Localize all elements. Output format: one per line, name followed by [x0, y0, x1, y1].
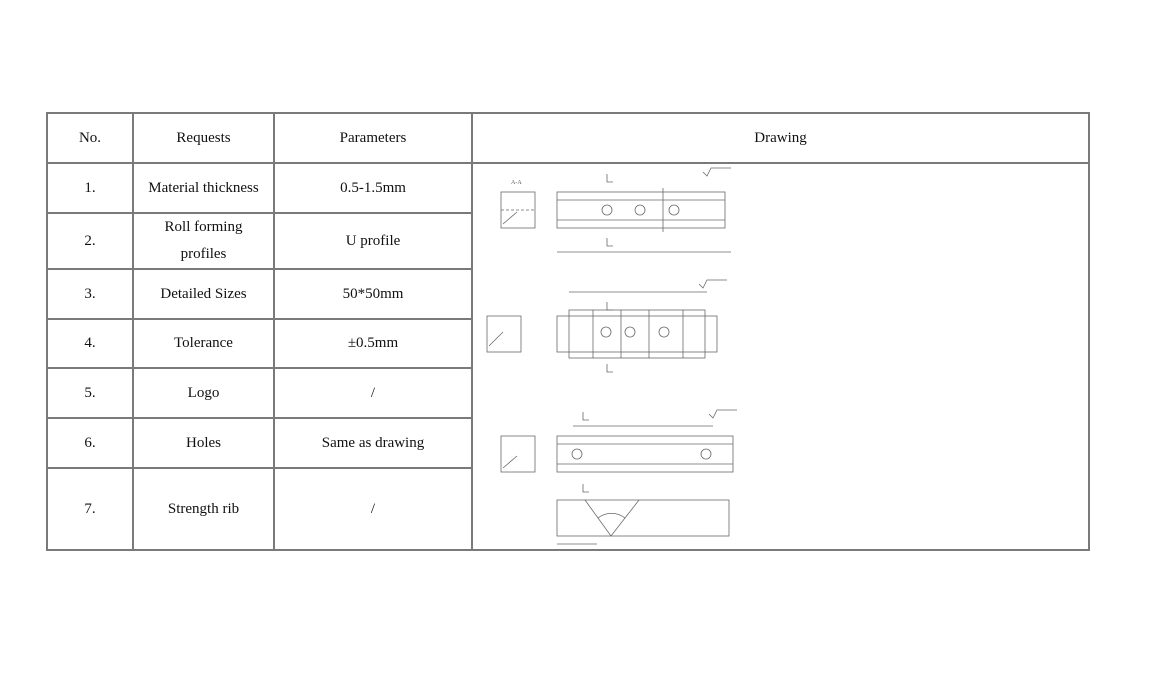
cut-marker: [606, 174, 613, 183]
rib-view: [556, 499, 730, 537]
drawing-1: A-A: [500, 167, 731, 253]
parameter-cell: /: [273, 367, 473, 419]
parameter-cell: ±0.5mm: [273, 318, 473, 369]
request-text: Roll forming profiles: [164, 219, 243, 262]
cut-marker: [582, 412, 589, 421]
request-cell: Logo: [132, 367, 275, 419]
hole: [700, 448, 712, 460]
header-parameters: Parameters: [273, 112, 473, 164]
row-number: 6.: [46, 417, 134, 469]
row-number: 5.: [46, 367, 134, 419]
dim-line: [502, 455, 518, 469]
section-view: [500, 435, 536, 473]
row-number: 1.: [46, 162, 134, 214]
parameter-cell: 0.5-1.5mm: [273, 162, 473, 214]
hole: [624, 326, 636, 338]
cut-marker: [582, 484, 589, 493]
table-row: 6. Holes Same as drawing: [46, 417, 1089, 469]
hole: [634, 204, 646, 216]
strength-rib-v: [584, 499, 640, 537]
request-cell: Tolerance: [132, 318, 275, 369]
roughness-symbol: [702, 167, 731, 177]
row-number: 7.: [46, 467, 134, 551]
hole: [668, 204, 680, 216]
parameter-cell: 50*50mm: [273, 268, 473, 320]
row-number: 3.: [46, 268, 134, 320]
drawing-3: [500, 409, 737, 545]
table-row: 2. Roll forming profiles U profile: [46, 212, 1089, 270]
hole: [600, 326, 612, 338]
row-number: 2.: [46, 212, 134, 270]
angle-arc: [597, 512, 626, 519]
profile-view: [556, 315, 718, 353]
profile-view: [556, 191, 726, 229]
request-cell: Holes: [132, 417, 275, 469]
roughness-symbol: [708, 409, 737, 419]
table-row: 7. Strength rib /: [46, 467, 1089, 551]
dim-line: [502, 211, 518, 225]
header-no: No.: [46, 112, 134, 164]
parameter-cell: /: [273, 467, 473, 551]
row-number: 4.: [46, 318, 134, 369]
parameter-cell: Same as drawing: [273, 417, 473, 469]
hole: [571, 448, 583, 460]
request-cell: Strength rib: [132, 467, 275, 551]
hole: [601, 204, 613, 216]
request-cell: Material thickness: [132, 162, 275, 214]
roughness-symbol: [698, 279, 727, 289]
flange-outline: [568, 309, 706, 359]
hole: [658, 326, 670, 338]
table-row: 4. Tolerance ±0.5mm: [46, 318, 1089, 369]
cut-marker: [606, 364, 613, 373]
cut-marker: [606, 302, 613, 311]
specification-table: No. Requests Parameters Drawing 1. Mater…: [46, 112, 1090, 551]
request-cell: Roll forming profiles: [132, 212, 275, 270]
header-drawing: Drawing: [471, 112, 1090, 164]
drawing-cell: A-A: [471, 162, 1090, 551]
technical-drawing: A-A: [486, 167, 737, 545]
parameter-cell: U profile: [273, 212, 473, 270]
section-label: A-A: [511, 180, 522, 186]
header-requests: Requests: [132, 112, 275, 164]
table-row: 3. Detailed Sizes 50*50mm: [46, 268, 1089, 320]
section-view: [486, 315, 522, 353]
request-cell: Detailed Sizes: [132, 268, 275, 320]
profile-view: [556, 435, 734, 473]
table-row: 1. Material thickness 0.5-1.5mm A-A: [46, 162, 1090, 551]
table-row: 5. Logo /: [46, 367, 1089, 419]
dim-line: [488, 331, 504, 347]
header-row: No. Requests Parameters Drawing: [46, 112, 1090, 164]
drawing-2: [486, 279, 727, 373]
cut-marker: [606, 238, 613, 247]
